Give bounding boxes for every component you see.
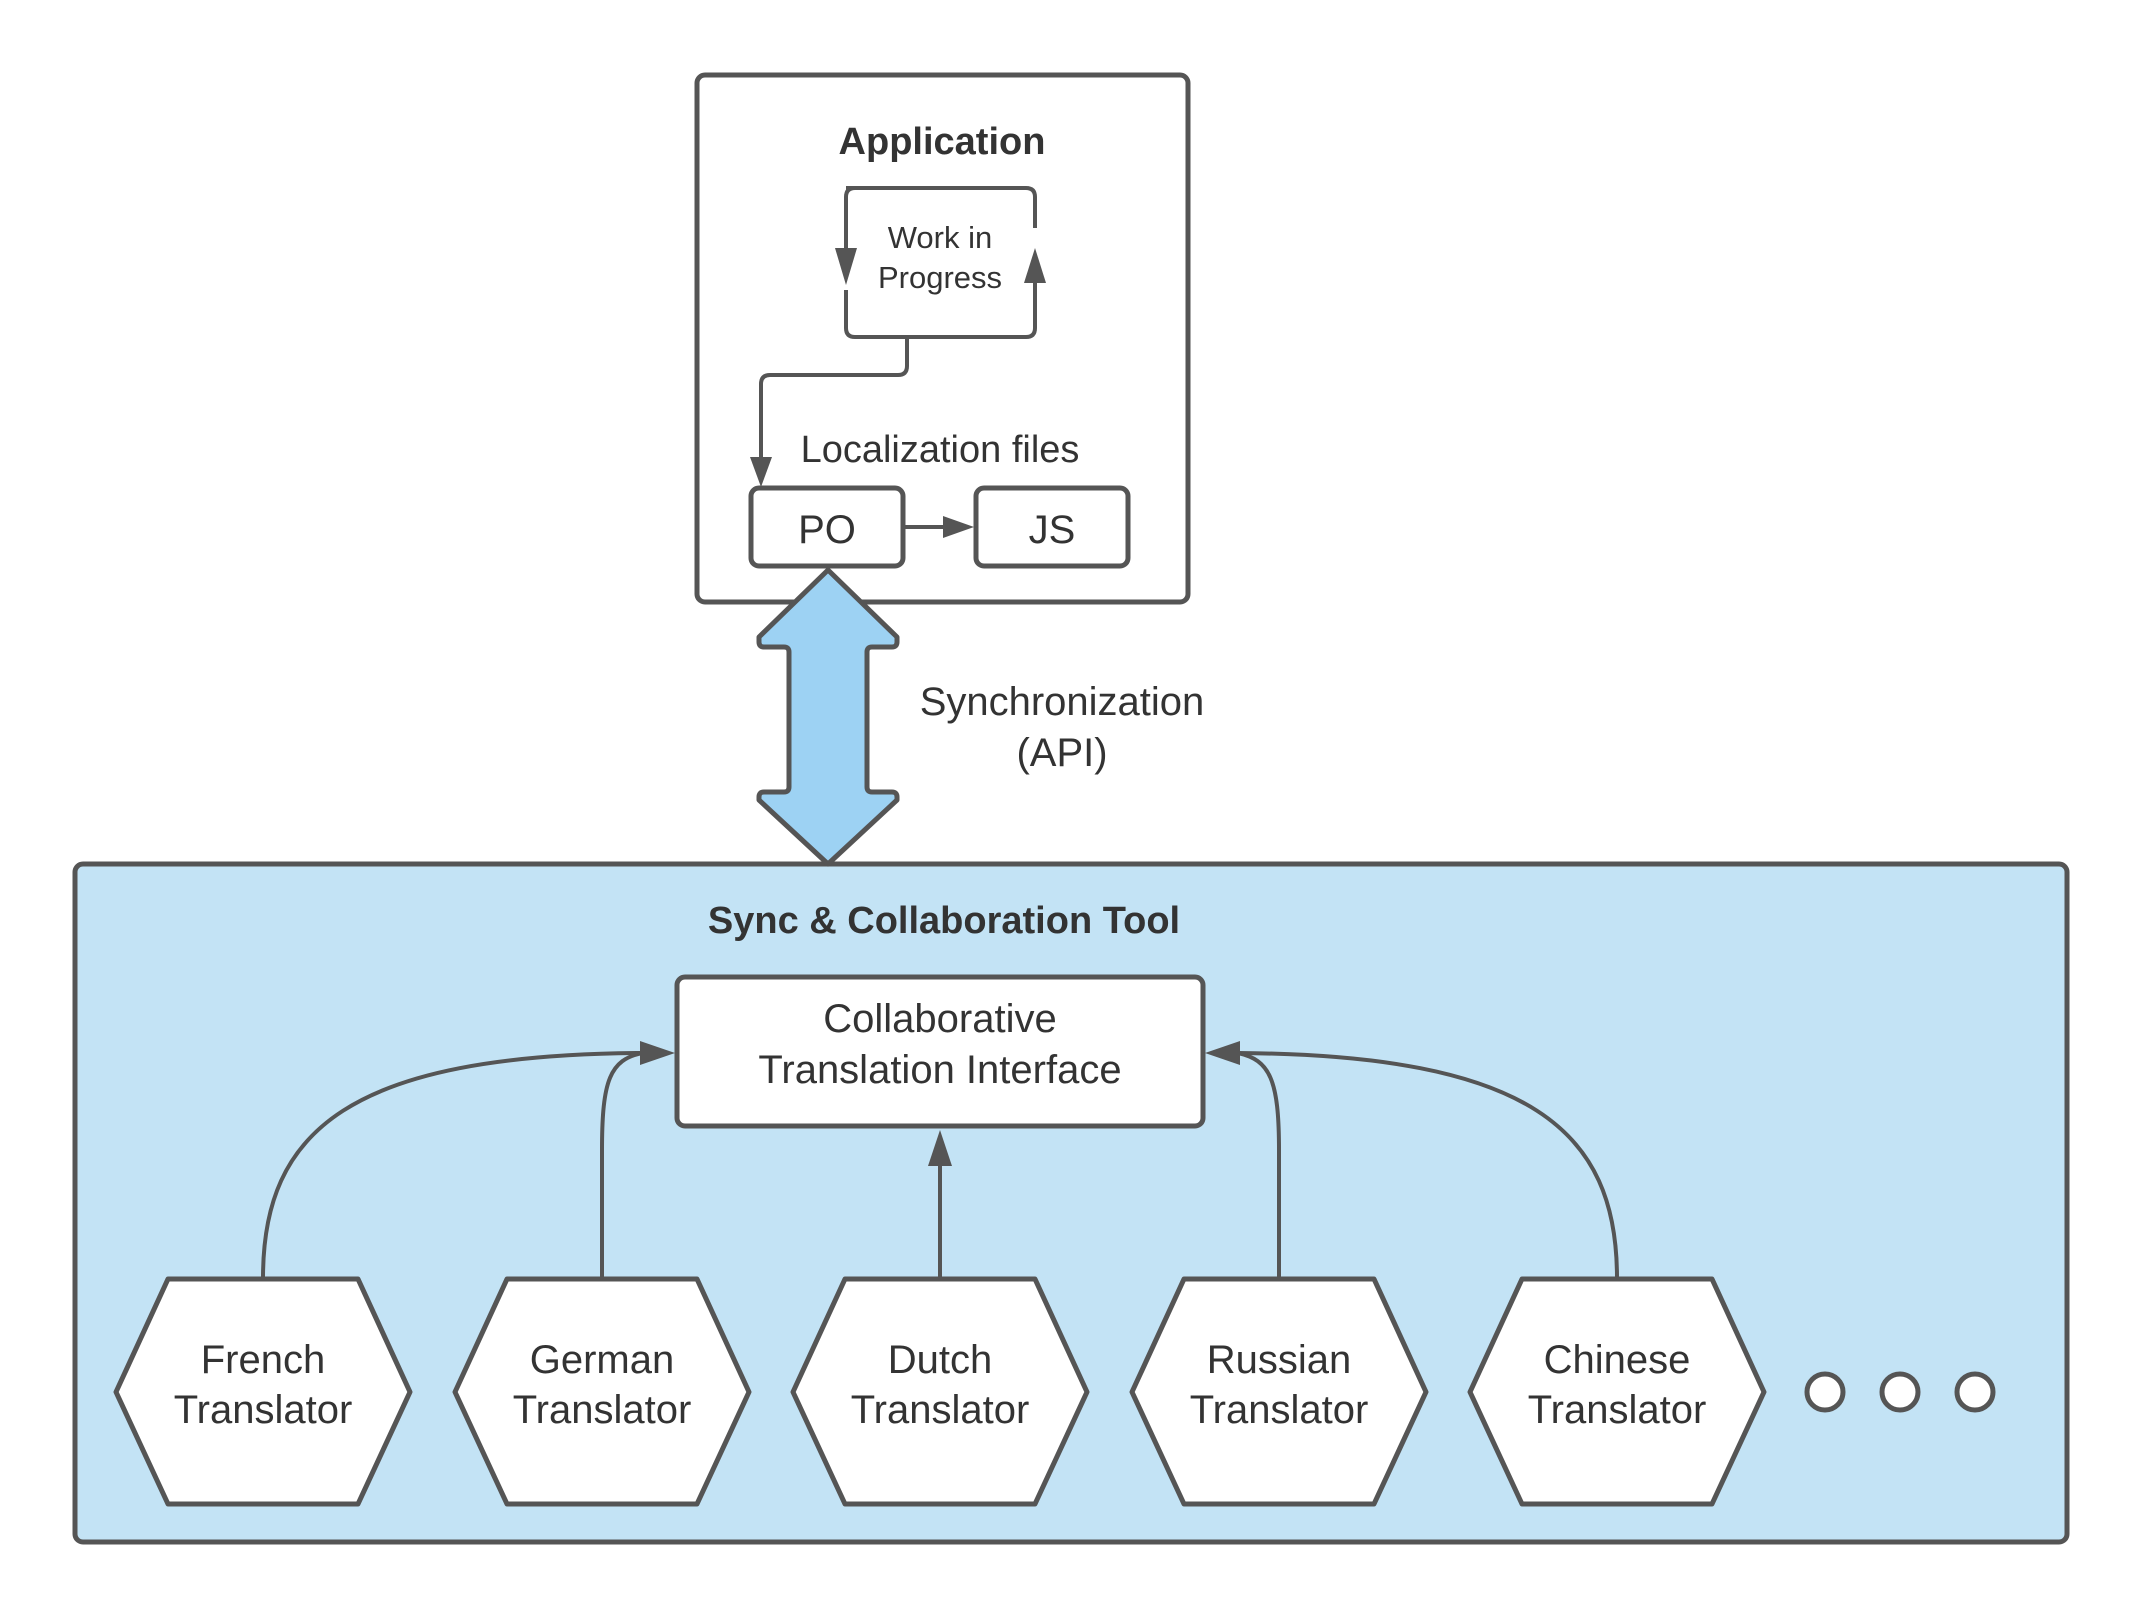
wip-label-line2: Progress (878, 260, 1002, 295)
chinese-label-line2: Translator (1528, 1388, 1707, 1432)
left-arrowhead-icon (640, 1041, 675, 1065)
translator-node-german: German Translator (452, 1276, 752, 1507)
dutch-label-line2: Translator (851, 1388, 1030, 1432)
wip-to-po-connector (759, 337, 909, 460)
german-connector (600, 1051, 643, 1278)
po-file-node: PO (748, 485, 906, 569)
synchronization-arrow: Synchronization (API) (756, 567, 1205, 867)
french-connector (261, 1051, 643, 1279)
po-label: PO (798, 508, 856, 552)
translator-node-chinese: Chinese Translator (1467, 1276, 1767, 1507)
sync-collaboration-tool-container: Sync & Collaboration Tool Collaborative … (72, 861, 2070, 1545)
ellipsis-dot-2 (1879, 1371, 1921, 1413)
chinese-label-line1: Chinese (1544, 1338, 1691, 1382)
russian-connector (1237, 1051, 1281, 1278)
russian-label-line1: Russian (1207, 1338, 1352, 1382)
js-file-node: JS (973, 485, 1131, 569)
po-to-js-arrowhead-icon (943, 516, 974, 538)
french-label-line2: Translator (174, 1388, 353, 1432)
wip-loop-down-arrowhead-icon (835, 248, 857, 285)
translator-connectors (261, 1051, 1619, 1279)
interface-label-line2: Translation Interface (758, 1048, 1121, 1092)
wip-to-po-arrowhead-icon (750, 457, 772, 487)
wip-label-line1: Work in (888, 220, 993, 255)
work-in-progress-node: Work in Progress (835, 186, 1046, 339)
wip-loop-up-arrowhead-icon (1024, 248, 1046, 283)
ellipsis-dot-1 (1804, 1371, 1846, 1413)
translator-arrowheads (640, 1041, 1240, 1166)
ellipsis-circles-icon (1804, 1371, 1996, 1413)
ellipsis-dot-3 (1954, 1371, 1996, 1413)
js-box (973, 485, 1131, 569)
collaborative-interface-box (674, 974, 1206, 1129)
chinese-connector (1237, 1051, 1619, 1279)
application-container: Application Work in Progress Localizatio… (694, 72, 1191, 605)
double-headed-arrow-icon (756, 567, 900, 867)
sync-label-line2: (API) (1016, 731, 1107, 775)
french-hexagon (113, 1276, 413, 1507)
german-hexagon (452, 1276, 752, 1507)
russian-hexagon (1129, 1276, 1429, 1507)
russian-label-line2: Translator (1190, 1388, 1369, 1432)
french-label-line1: French (201, 1338, 326, 1382)
tool-title: Sync & Collaboration Tool (708, 900, 1180, 942)
collaborative-interface-node: Collaborative Translation Interface (674, 974, 1206, 1129)
interface-label-line1: Collaborative (823, 997, 1056, 1041)
up-arrowhead-icon (928, 1130, 952, 1166)
localization-files-label: Localization files (801, 429, 1080, 471)
german-label-line2: Translator (513, 1388, 692, 1432)
right-arrowhead-icon (1205, 1041, 1240, 1065)
js-label: JS (1029, 508, 1076, 552)
sync-label-line1: Synchronization (920, 680, 1205, 724)
dutch-label-line1: Dutch (888, 1338, 993, 1382)
translator-node-russian: Russian Translator (1129, 1276, 1429, 1507)
application-title: Application (839, 121, 1046, 163)
translator-node-french: French Translator (113, 1276, 413, 1507)
wip-box-outline (844, 186, 1037, 339)
german-label-line1: German (530, 1338, 675, 1382)
chinese-hexagon (1467, 1276, 1767, 1507)
dutch-hexagon (790, 1276, 1090, 1507)
translator-node-dutch: Dutch Translator (790, 1276, 1090, 1507)
